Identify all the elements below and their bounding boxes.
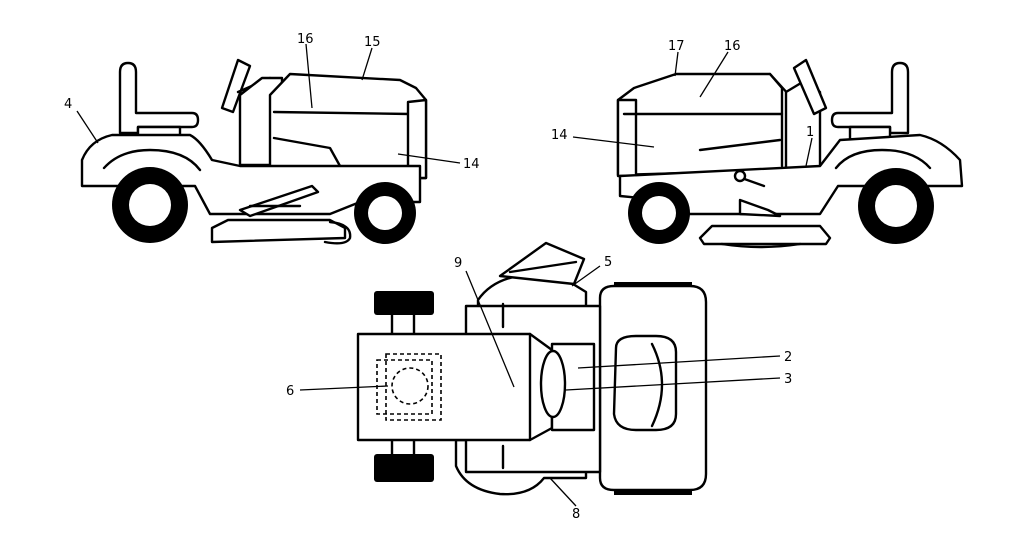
tractor-right-side-view (616, 58, 964, 249)
leader-16-right (699, 51, 729, 98)
tractor-left-side-view (80, 58, 428, 245)
leader-8 (549, 477, 577, 507)
tractor-top-view (356, 241, 708, 496)
callout-2: 2 (784, 350, 792, 365)
callout-14-right: 14 (551, 128, 568, 143)
callout-17: 17 (668, 39, 685, 54)
leader-14-right (572, 136, 655, 148)
leader-5 (571, 265, 601, 287)
leader-14-left (397, 153, 461, 164)
leader-16-left (305, 43, 313, 109)
leader-4 (76, 110, 99, 144)
callout-16-left: 16 (297, 32, 314, 47)
callout-8: 8 (572, 507, 580, 522)
leader-9 (465, 270, 515, 388)
callout-5: 5 (604, 255, 612, 270)
leader-2 (577, 355, 781, 369)
callout-3: 3 (784, 372, 792, 387)
leader-3 (565, 377, 781, 391)
callout-14-left: 14 (463, 157, 480, 172)
leader-6 (299, 385, 389, 391)
leader-15 (361, 47, 373, 81)
callout-1: 1 (806, 125, 814, 140)
callout-9: 9 (454, 256, 462, 271)
callout-15: 15 (364, 35, 381, 50)
callout-16-right: 16 (724, 39, 741, 54)
leader-1 (805, 137, 813, 167)
callout-4: 4 (64, 97, 72, 112)
leader-17 (674, 51, 679, 77)
callout-6: 6 (286, 384, 294, 399)
